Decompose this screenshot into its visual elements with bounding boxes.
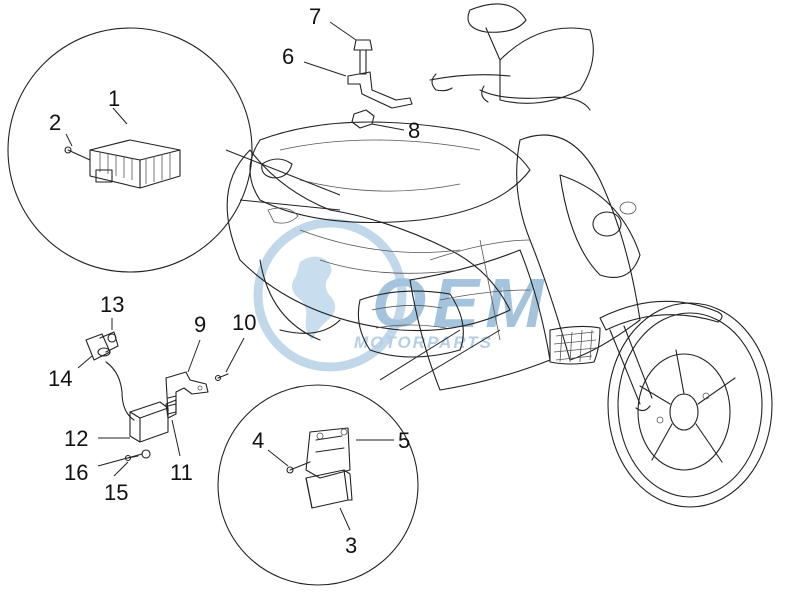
detail-pointer-line-bottom [379, 329, 501, 391]
callout-16: 16 [64, 460, 88, 485]
seat [249, 121, 531, 224]
callout-10: 10 [232, 310, 256, 335]
callout-2: 2 [49, 110, 61, 135]
watermark-subtitle: MOTORPARTS [354, 333, 493, 352]
clip-11 [165, 399, 177, 419]
callout-3: 3 [345, 533, 357, 558]
callout-7: 7 [309, 4, 321, 29]
callout-15: 15 [104, 480, 128, 505]
callout-4: 4 [252, 428, 264, 453]
callout-6: 6 [282, 44, 294, 69]
ignition-coil-assembly [77, 318, 169, 477]
screw-10 [214, 373, 229, 382]
bracket-6 [303, 61, 413, 109]
headlight [592, 211, 622, 237]
cdi-unit [305, 427, 353, 509]
mirror [467, 3, 527, 61]
screw-2 [64, 146, 91, 161]
bracket-assembly-top [303, 21, 413, 131]
callout-9: 9 [194, 312, 206, 337]
callout-labels: 1 2 3 4 5 6 7 8 9 10 11 12 13 14 15 16 [48, 4, 420, 558]
watermark-globe-continent [292, 256, 336, 340]
oem-motorparts-watermark: OEM MOTORPARTS [253, 218, 549, 372]
scooter-outline [226, 3, 773, 508]
callout-12: 12 [64, 426, 88, 451]
rear-wheel [259, 259, 341, 341]
bracket-9 [165, 371, 209, 415]
detail-pointer-line [225, 149, 341, 211]
cap-13 [107, 333, 117, 343]
engine-cover [357, 290, 464, 358]
rear-body [226, 149, 511, 332]
detail-circle-cdi [217, 329, 501, 586]
tail-light [261, 158, 293, 179]
watermark-globe-ring [253, 218, 407, 372]
callout-5: 5 [398, 428, 410, 453]
spark-plug-cap-14 [85, 331, 119, 361]
detail-circle-regulator [7, 27, 341, 273]
windscreen [499, 27, 594, 104]
nut-8 [351, 109, 405, 131]
front-wheel [607, 302, 773, 508]
watermark-logo-text: OEM [372, 264, 549, 342]
coil-bracket-assembly [165, 337, 245, 457]
front-fork [609, 325, 653, 412]
callout-8: 8 [408, 118, 420, 143]
callout-13: 13 [100, 292, 124, 317]
front-leg-shield [516, 134, 641, 361]
mesh-grille [549, 325, 601, 365]
ht-lead [105, 361, 135, 421]
nose-cowl [559, 174, 641, 279]
coil-12 [129, 401, 169, 443]
screw-4 [286, 461, 311, 474]
front-fender [599, 300, 723, 331]
callout-11: 11 [170, 460, 193, 485]
bolt-7 [329, 21, 373, 75]
voltage-regulator [89, 139, 181, 189]
handlebar [429, 74, 591, 111]
callout-1: 1 [108, 86, 120, 111]
callout-14: 14 [48, 366, 72, 391]
washer-16 [141, 449, 151, 459]
